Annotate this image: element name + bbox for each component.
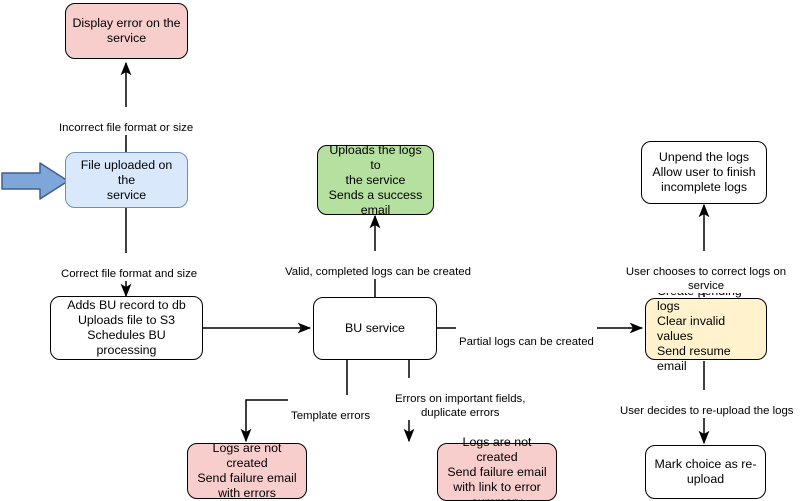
edge-label-valid-logs: Valid, completed logs can be created — [282, 251, 474, 279]
node-mark-choice-reupload[interactable]: Mark choice as re- upload — [645, 445, 766, 499]
node-bu-service[interactable]: BU service — [313, 297, 437, 360]
node-uploads-the-logs-label: Uploads the logs to the service Sends a … — [328, 142, 423, 217]
node-display-error[interactable]: Display error on the service — [65, 3, 188, 59]
node-unpend-the-logs-label: Unpend the logs Allow user to finish inc… — [652, 150, 756, 194]
node-logs-not-created-fields[interactable]: Logs are not created Send failure email … — [437, 435, 557, 501]
edge-label-user-reupload: User decides to re-upload the logs — [617, 390, 797, 418]
node-logs-not-created-template-label: Logs are not created Send failure email … — [197, 441, 297, 500]
node-logs-not-created-template[interactable]: Logs are not created Send failure email … — [187, 441, 307, 500]
node-logs-not-created-fields-label: Logs are not created Send failure email … — [447, 434, 547, 501]
node-adds-bu-record-label: Adds BU record to db Uploads file to S3 … — [67, 298, 186, 357]
node-adds-bu-record[interactable]: Adds BU record to db Uploads file to S3 … — [50, 296, 203, 360]
edge-label-user-corrects: User chooses to correct logs on service — [611, 251, 801, 293]
node-file-uploaded-label: File uploaded on the service — [80, 157, 173, 202]
edge-label-errors-important: Errors on important fields, duplicate er… — [392, 378, 529, 420]
node-display-error-label: Display error on the service — [72, 16, 181, 45]
edge-label-correct-format: Correct file format and size — [58, 253, 201, 281]
node-create-pending-logs-label: Create pending logs Clear invalid values… — [657, 284, 742, 373]
edge-label-incorrect-format: Incorrect file format or size — [56, 107, 197, 135]
node-mark-choice-reupload-label: Mark choice as re- upload — [654, 457, 757, 486]
node-bu-service-label: BU service — [345, 321, 405, 335]
entry-block-arrow-icon — [1, 162, 69, 200]
node-unpend-the-logs[interactable]: Unpend the logs Allow user to finish inc… — [641, 141, 767, 204]
node-create-pending-logs[interactable]: Create pending logs Clear invalid values… — [645, 284, 767, 373]
edge-label-partial-logs: Partial logs can be created — [456, 321, 597, 349]
node-file-uploaded[interactable]: File uploaded on the service — [65, 152, 188, 208]
node-uploads-the-logs[interactable]: Uploads the logs to the service Sends a … — [317, 142, 434, 217]
edge-label-template-errors: Template errors — [288, 395, 374, 423]
